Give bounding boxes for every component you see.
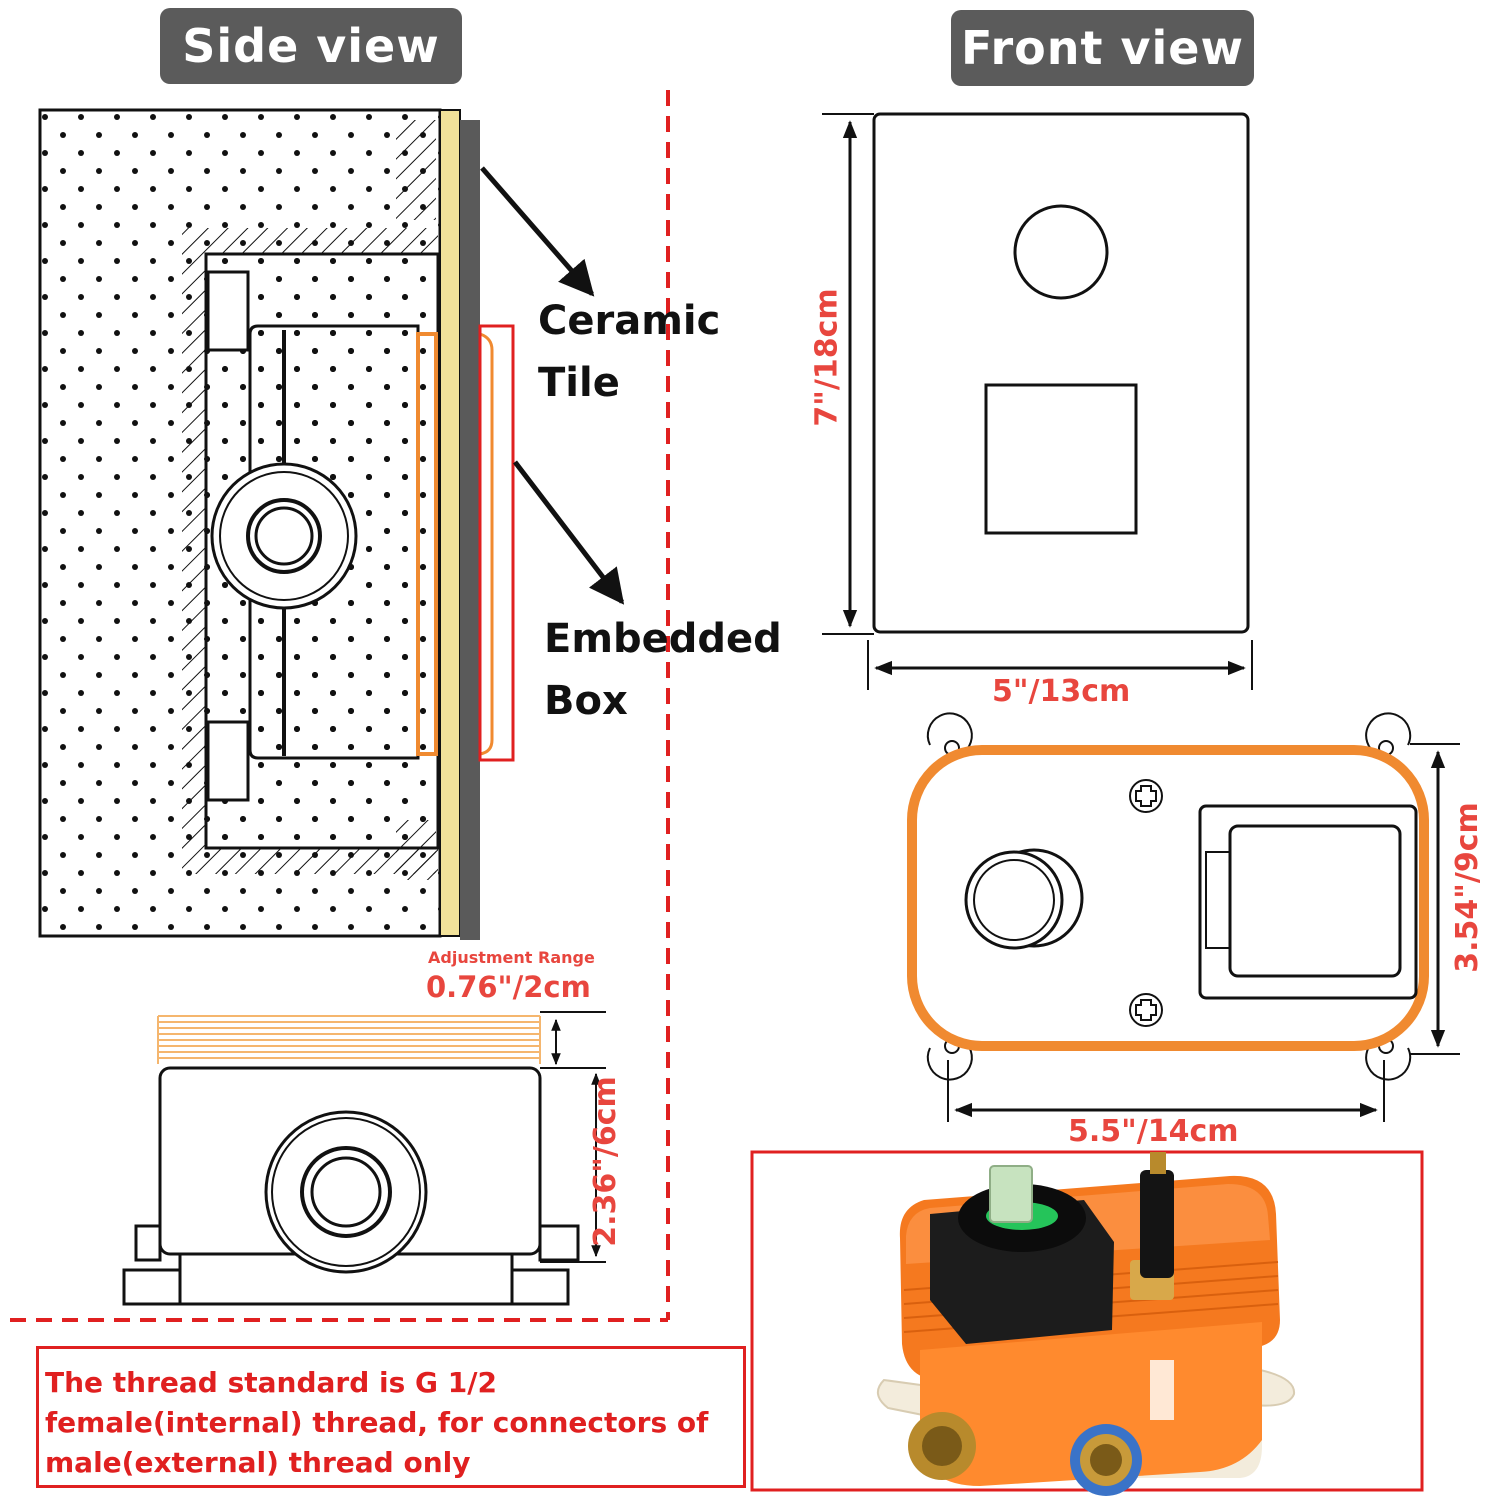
box-height-dimension: 2.36"/6cm <box>587 1076 623 1247</box>
embedded-box-label-line1: Embedded <box>544 616 782 662</box>
adjustment-range-value: 0.76"/2cm <box>426 970 591 1004</box>
box-side-profile <box>122 1011 606 1306</box>
front-panel <box>822 112 1253 690</box>
side-view-embedded-box <box>206 270 438 802</box>
panel-width-dimension: 5"/13cm <box>992 674 1131 709</box>
box-front-height-dimension: 3.54"/9cm <box>1449 802 1485 973</box>
ceramic-tile-layer <box>439 109 515 940</box>
panel-height-dimension: 7"/18cm <box>809 288 845 427</box>
thread-standard-note: The thread standard is G 1/2 female(inte… <box>36 1346 746 1488</box>
ceramic-tile-label-line2: Tile <box>538 360 620 406</box>
ceramic-tile-pointer <box>480 166 595 297</box>
front-box <box>907 712 1460 1122</box>
embedded-box-label-line2: Box <box>544 678 628 724</box>
front-view-title: Front view <box>951 10 1254 86</box>
box-front-width-dimension: 5.5"/14cm <box>1068 1114 1239 1149</box>
ceramic-tile-label-line1: Ceramic <box>538 298 721 344</box>
embedded-box-pointer <box>513 460 625 605</box>
product-photo <box>877 1152 1296 1496</box>
side-view-title: Side view <box>160 8 462 84</box>
adjustment-range-title: Adjustment Range <box>428 948 595 967</box>
